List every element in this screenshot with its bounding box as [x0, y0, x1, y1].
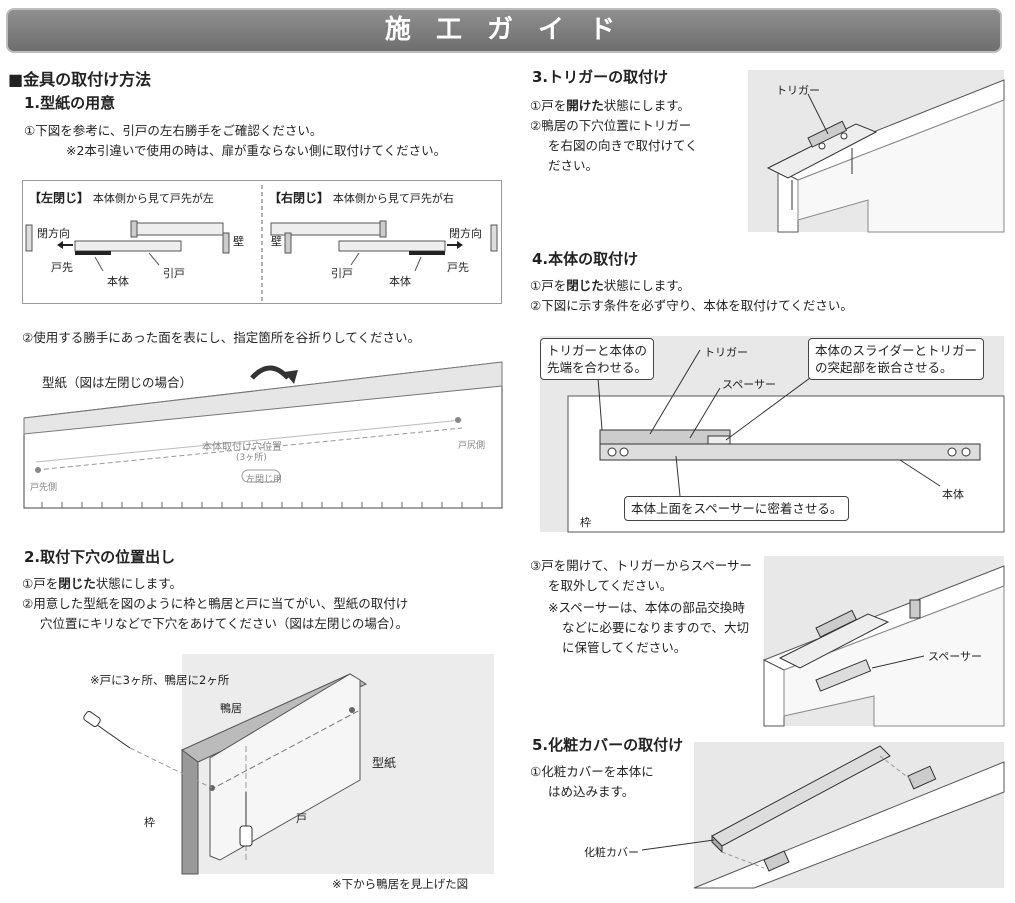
right-door-tip-label: 戸先 — [447, 261, 469, 274]
step1-line1: ①下図を参考に、引戸の左右勝手をご確認ください。 — [24, 123, 323, 138]
step1-line3: ②使用する勝手にあった面を表にし、指定箇所を谷折りしてください。 — [22, 330, 420, 345]
spacer-removal-drawing — [762, 565, 1005, 727]
step3-line2: ②鴨居の下穴位置にトリガー — [530, 118, 692, 133]
body-mounting-illustration: トリガーと本体の 先端を合わせる。 本体のスライダーとトリガー の突起部を嵌合さ… — [540, 336, 1005, 533]
template-label: 型紙（図は左閉じの場合） — [42, 375, 193, 390]
step4-line1: ①戸を閉じた状態にします。 — [530, 276, 690, 295]
step3-line3: を右図の向きで取付けてく — [548, 138, 698, 153]
step3-title: 3.トリガーの取付け — [532, 68, 669, 86]
trigger-label: トリガー — [776, 84, 820, 97]
step2-line1: ①戸を閉じた状態にします。 — [22, 574, 182, 593]
step5-line2: はめ込みます。 — [548, 784, 635, 799]
step4-title: 4.本体の取付け — [532, 250, 639, 268]
callout-align-tips-line1: トリガーと本体の — [547, 343, 648, 358]
spacer-label-2: スペーサー — [928, 650, 983, 663]
callout-fit-slider: 本体のスライダーとトリガー の突起部を嵌合させる。 — [808, 338, 985, 380]
step3-line1-post: 状態にします。 — [603, 98, 690, 113]
step4-line5: ※スペーサーは、本体の部品交換時 — [548, 600, 745, 615]
cover-label: 化粧カバー — [584, 846, 639, 859]
left-close-heading: 【左閉じ】 — [29, 191, 90, 205]
template-illustration: 型紙（図は左閉じの場合） 本体取付け穴位置 (3ヶ所) 左閉じ用 戸尻側 戸先側 — [22, 358, 504, 518]
step3-line4: ださい。 — [548, 158, 599, 173]
right-body-label: 本体 — [389, 275, 411, 288]
left-close-dir-label: 閉方向 — [37, 227, 70, 240]
step4-line6: などに必要になりますので、大切 — [562, 620, 750, 635]
cover-drawing — [693, 745, 1005, 889]
step5-line1: ①化粧カバーを本体に — [530, 764, 654, 779]
door-label: 戸 — [296, 812, 307, 825]
closing-direction-diagram: 【左閉じ】 本体側から見て戸先が左 【右閉じ】 本体側から見て戸先が右 閉方向 … — [22, 180, 502, 304]
frame-label-2: 枠 — [580, 516, 591, 529]
callout-fit-slider-line2: の突起部を嵌合させる。 — [815, 360, 953, 375]
step1-title: 1.型紙の用意 — [24, 94, 116, 112]
spacer-label: スペーサー — [722, 378, 777, 391]
trigger-drawing — [766, 79, 1005, 233]
step3-line1-pre: ①戸を — [530, 98, 567, 113]
step5-title: 5.化粧カバーの取付け — [532, 736, 684, 754]
step2-line3: 穴位置にキリなどで下穴をあけてください（図は左閉じの場合）。 — [40, 616, 409, 631]
left-sliding-door-label: 引戸 — [163, 267, 185, 280]
callout-fit-slider-line1: 本体のスライダーとトリガー — [815, 343, 978, 358]
template-drawing — [23, 361, 503, 509]
step2-line1-pre: ①戸を — [22, 576, 59, 591]
template-label-2: 型紙 — [372, 756, 397, 770]
callout-align-tips-line2: 先端を合わせる。 — [547, 360, 648, 375]
step2-line1-em: 閉じた — [58, 576, 96, 591]
template-text-count: (3ヶ所) — [236, 453, 267, 463]
section-title: ■金具の取付け方法 — [8, 70, 152, 89]
template-text-door-tip: 戸先側 — [30, 483, 58, 493]
step2-line2: ②用意した型紙を図のように枠と鴨居と戸に当てがい、型紙の取付け — [22, 596, 409, 611]
right-close-heading: 【右閉じ】 — [269, 191, 330, 205]
closing-diagram-drawing — [25, 185, 498, 301]
body-label: 本体 — [942, 488, 964, 501]
step4-line1-em: 閉じた — [566, 278, 604, 293]
page-banner: 施 工 ガ イ ド — [6, 8, 1002, 53]
right-close-dir-label: 閉方向 — [449, 227, 482, 240]
drilling-drawing — [83, 654, 494, 875]
left-body-label: 本体 — [107, 275, 129, 288]
step4-line1-pre: ①戸を — [530, 278, 567, 293]
callout-spacer-contact: 本体上面をスペーサーに密着させる。 — [624, 496, 850, 521]
step3-line1-em: 開けた — [566, 98, 604, 113]
cover-illustration — [693, 742, 1005, 889]
drill-note: ※戸に3ヶ所、鴨居に2ヶ所 — [90, 673, 230, 687]
kamoi-label: 鴨居 — [220, 702, 242, 715]
step3-line1: ①戸を開けた状態にします。 — [530, 96, 690, 115]
trigger-label-2: トリガー — [704, 346, 748, 359]
template-text-left-close: 左閉じ用 — [246, 475, 283, 485]
left-wall-label: 壁 — [233, 235, 244, 248]
frame-label: 枠 — [144, 816, 155, 829]
left-close-subheading: 本体側から見て戸先が左 — [92, 192, 214, 205]
drilling-illustration: ※戸に3ヶ所、鴨居に2ヶ所 鴨居 型紙 枠 戸 ※下から鴨居を見上げた図 — [70, 650, 498, 896]
step4-line3: ③戸を開けて、トリガーからスペーサー — [530, 558, 752, 573]
cover-leader — [641, 839, 715, 851]
trigger-illustration: トリガー — [748, 70, 1005, 233]
step4-line4: を取外してください。 — [548, 578, 673, 593]
template-text-holes: 本体取付け穴位置 — [202, 442, 282, 453]
right-close-subheading: 本体側から見て戸先が右 — [332, 192, 454, 205]
right-sliding-door-label: 引戸 — [331, 267, 353, 280]
template-text-door-end: 戸尻側 — [458, 441, 486, 451]
step4-line7: に保管してください。 — [562, 640, 687, 655]
spacer-removal-illustration: スペーサー — [762, 556, 1005, 727]
right-wall-label: 壁 — [271, 235, 282, 248]
left-door-tip-label: 戸先 — [51, 261, 73, 274]
step4-line1-post: 状態にします。 — [603, 278, 690, 293]
step1-line2: ※2本引違いで使用の時は、扉が重ならない側に取付けてください。 — [66, 143, 447, 158]
step2-title: 2.取付下穴の位置出し — [24, 548, 176, 566]
view-note: ※下から鴨居を見上げた図 — [332, 877, 469, 891]
step2-line1-post: 状態にします。 — [95, 576, 182, 591]
step4-line2: ②下図に示す条件を必ず守り、本体を取付けてください。 — [530, 298, 853, 313]
callout-align-tips: トリガーと本体の 先端を合わせる。 — [540, 338, 655, 380]
